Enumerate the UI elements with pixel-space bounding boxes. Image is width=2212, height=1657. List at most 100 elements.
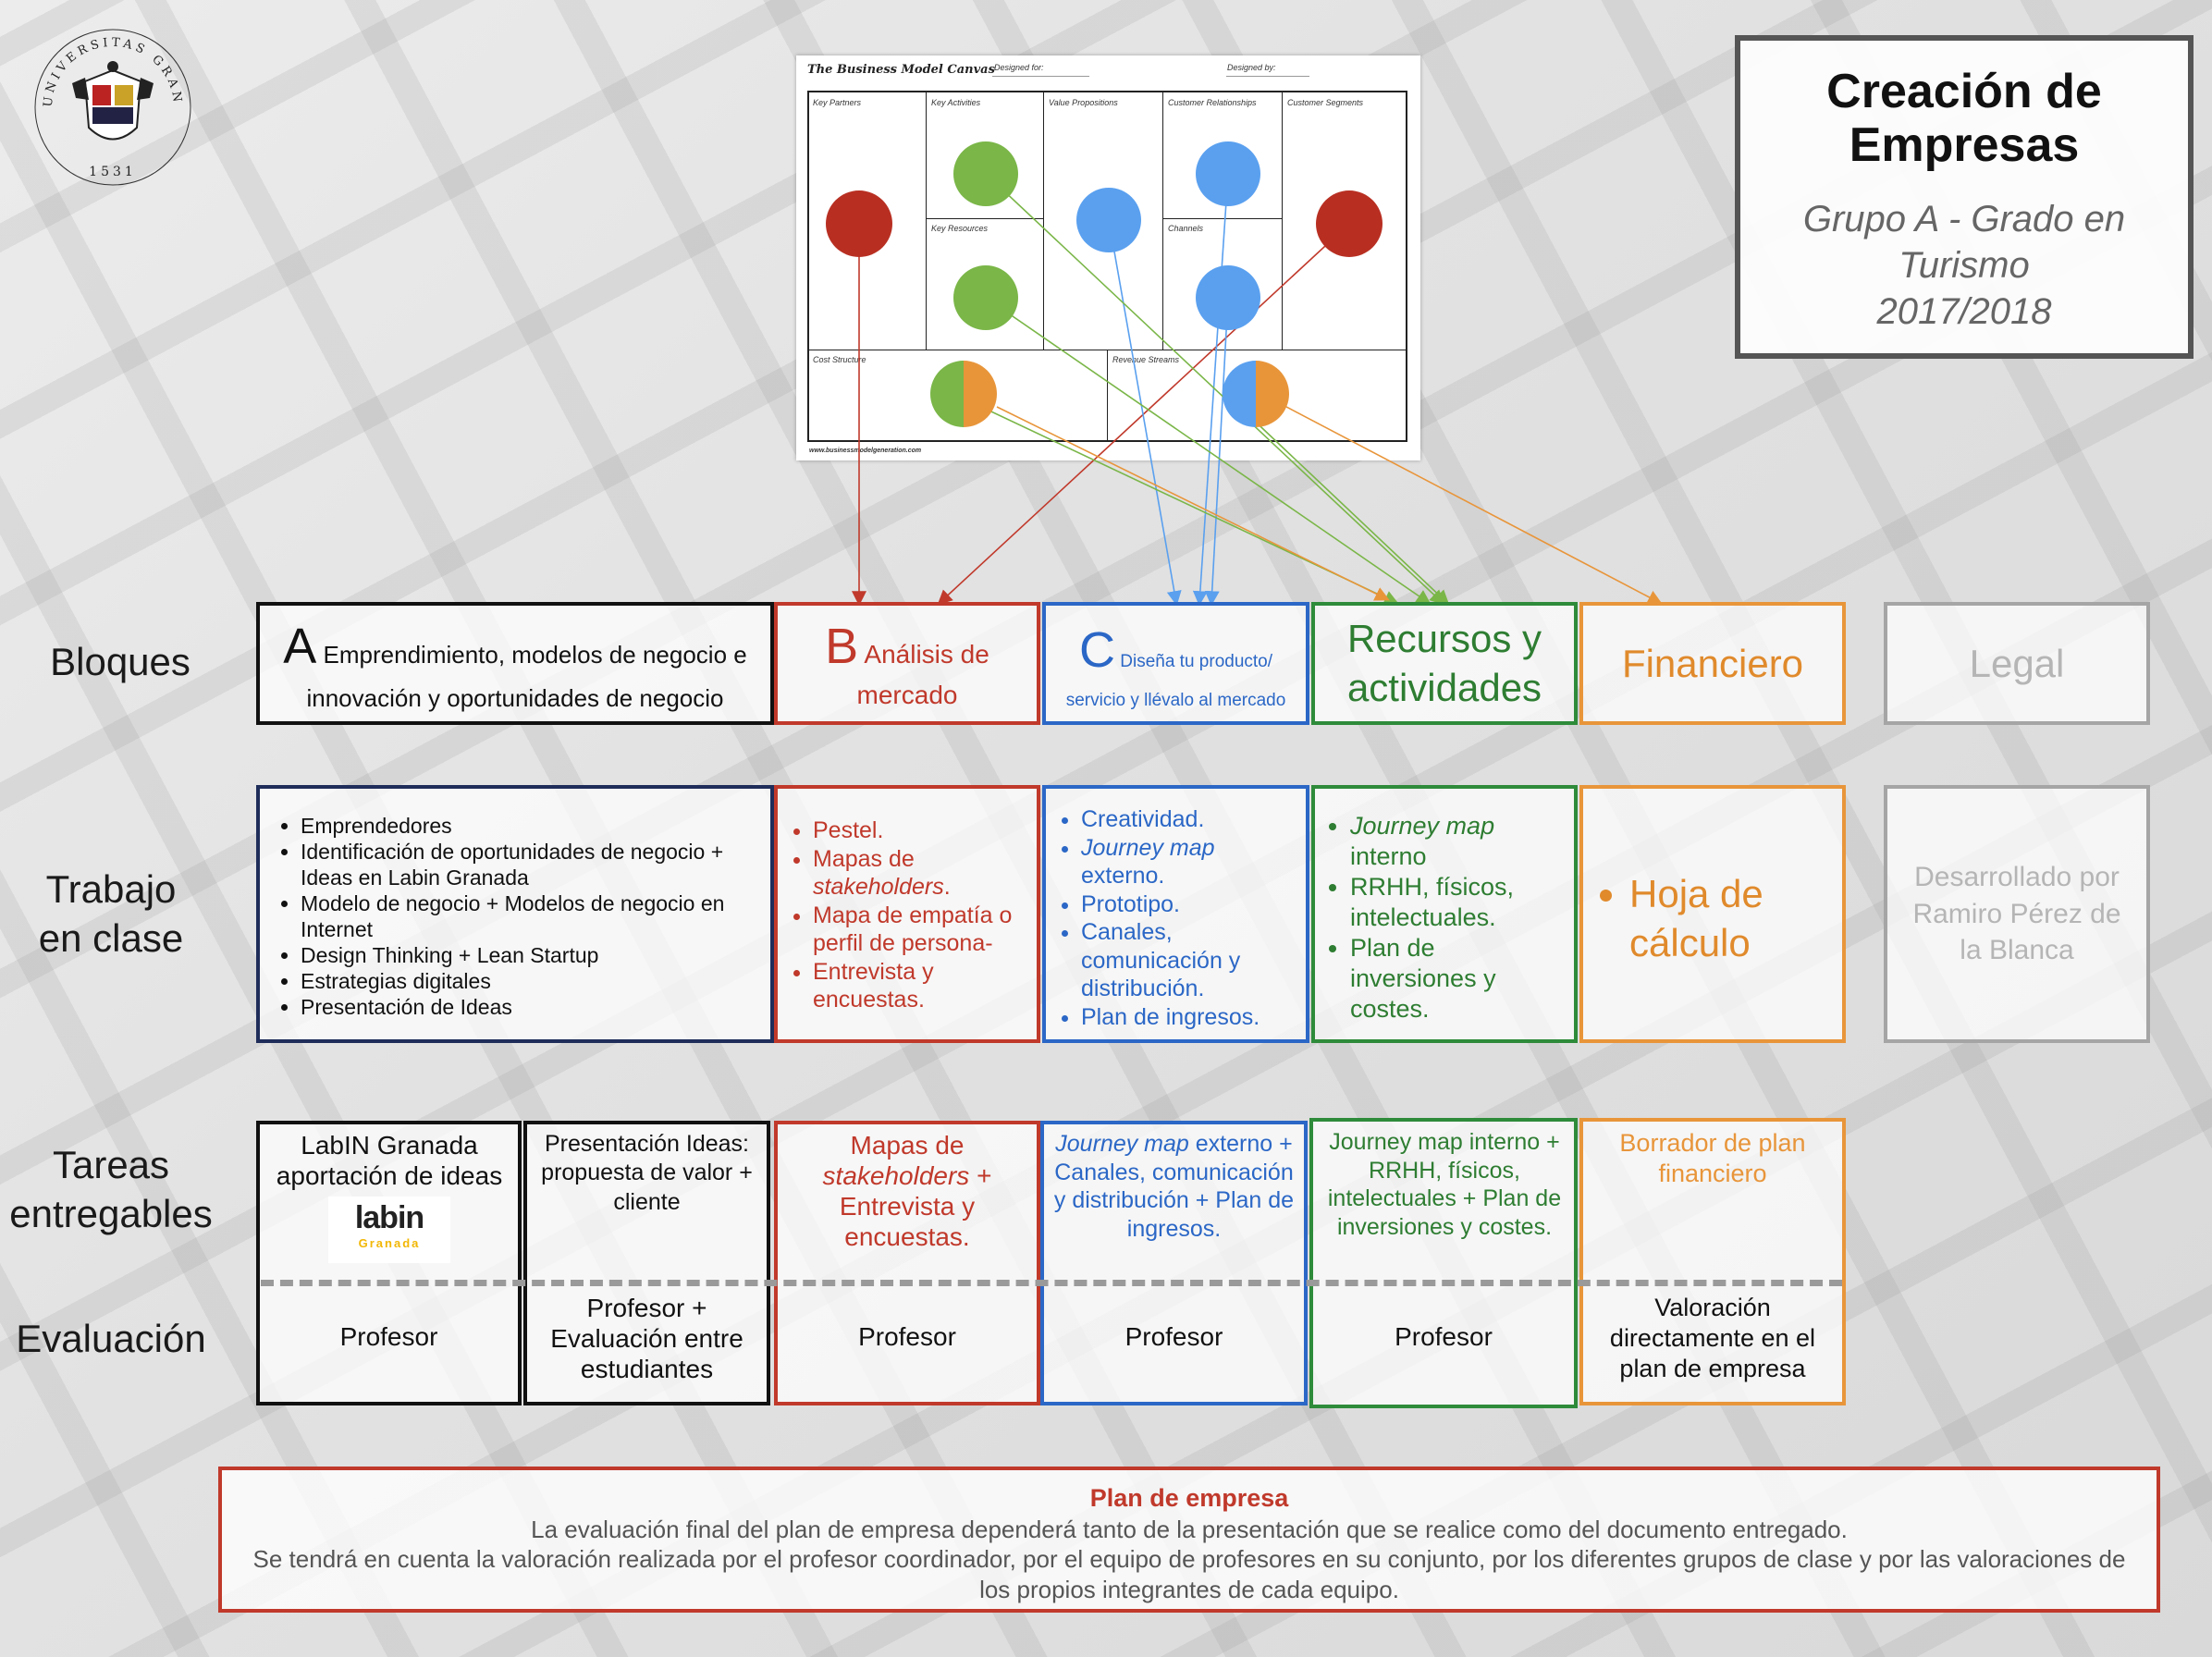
arrow-resources-to-d: [985, 297, 1432, 605]
list-item: Identificación de oportunidades de negoc…: [301, 839, 756, 890]
trabajo-b-list: Pestel. Mapas de stakeholders. Mapa de e…: [778, 816, 1029, 1014]
plan-line1: La evaluación final del plan de empresa …: [531, 1515, 1848, 1543]
canvas-cost-structure: Cost Structure: [813, 355, 866, 364]
plan-title: Plan de empresa: [1089, 1484, 1289, 1512]
bloque-legal: Legal: [1884, 602, 2150, 725]
university-logo: UNIVERSITAS GRANATENSIS 1531: [24, 16, 194, 189]
circle-customer-relationships: [1196, 141, 1260, 206]
bloque-recursos: Recursos y actividades: [1311, 602, 1578, 725]
canvas-key-partners: Key Partners: [813, 98, 862, 107]
list-item: Emprendedores: [301, 813, 756, 839]
arrow-revenue-to-e: [1268, 397, 1663, 605]
tarea-c-text: Journey map externo + Canales, comunicac…: [1051, 1130, 1296, 1243]
bloque-c: C Diseña tu producto/ servicio y llévalo…: [1042, 602, 1309, 725]
canvas-channels: Channels: [1168, 224, 1204, 233]
row-label-evaluacion: Evaluación: [16, 1317, 206, 1360]
course-title: Creación de Empresas: [1826, 65, 2102, 173]
course-subtitle-line1: Grupo A - Grado en: [1802, 199, 2126, 240]
bloque-a-letter: A: [283, 618, 317, 674]
tarea-e-text: Borrador de plan financiero: [1619, 1129, 1806, 1187]
bloque-a-text: Emprendimiento, modelos de negocio e inn…: [306, 640, 747, 713]
circle-channels: [1196, 265, 1260, 330]
labin-logo: labin Granada: [328, 1197, 450, 1263]
circle-value-propositions: [1076, 188, 1141, 252]
canvas-designed-by: Designed by:: [1227, 63, 1276, 72]
tarea-a2-text: Presentación Ideas: propuesta de valor +…: [541, 1131, 753, 1215]
plan-line2: Se tendrá en cuenta la valoración realiz…: [252, 1545, 2126, 1603]
trabajo-a-list: Emprendedores Identificación de oportuni…: [265, 813, 756, 1020]
tarea-a2-box: [523, 1121, 770, 1405]
course-year: 2017/2018: [1876, 291, 2052, 333]
canvas-customer-relationships: Customer Relationships: [1168, 98, 1257, 107]
evaluacion-a2: Profesor + Evaluación entre estudiantes: [550, 1294, 743, 1384]
tarea-c-italic: Journey map: [1055, 1131, 1189, 1157]
tarea-d-text: Journey map interno + RRHH, físicos, int…: [1327, 1129, 1562, 1240]
arrow-activities-to-d: [985, 173, 1445, 606]
arrow-revenue-to-d: [1229, 397, 1450, 606]
circle-cost-structure: [930, 361, 997, 427]
evaluacion-e: Valoración directamente en el plan de em…: [1609, 1294, 1816, 1382]
tarea-a1-text: LabIN Granada aportación de ideas: [276, 1131, 503, 1191]
list-item: Hoja de cálculo: [1629, 870, 1835, 967]
bloque-c-text: Diseña tu producto/ servicio y llévalo a…: [1065, 651, 1286, 710]
list-item: Journey map interno: [1350, 811, 1567, 872]
list-item: Estrategias digitales: [301, 968, 756, 994]
arrow-cost-to-e: [996, 406, 1390, 601]
list-item: Modelo de negocio + Modelos de negocio e…: [301, 890, 756, 942]
trabajo-d: Journey map interno RRHH, físicos, intel…: [1311, 785, 1578, 1043]
tarea-c-rest: externo + Canales, comunicación y distri…: [1053, 1131, 1295, 1242]
course-subtitle-line2: Turismo: [1899, 245, 2030, 287]
tarea-a1-box: [256, 1121, 522, 1405]
circle-key-activities: [953, 141, 1018, 206]
canvas-key-activities: Key Activities: [931, 98, 981, 107]
trabajo-b: Pestel. Mapas de stakeholders. Mapa de e…: [774, 785, 1040, 1043]
tarea-b-text: Mapas de stakeholders + Entrevista y enc…: [822, 1131, 992, 1252]
evaluacion-c: Profesor: [1124, 1322, 1223, 1351]
svg-text:1531: 1531: [89, 165, 137, 179]
labin-logo-text: labin: [354, 1200, 424, 1235]
evaluacion-a1: Profesor: [339, 1322, 438, 1351]
canvas-customer-segments: Customer Segments: [1287, 98, 1364, 107]
list-item: RRHH, físicos, intelectuales.: [1350, 872, 1567, 933]
list-item: Mapas de stakeholders.: [813, 845, 1029, 902]
trabajo-e-list: Hoja de cálculo: [1583, 870, 1835, 967]
trabajo-e: Hoja de cálculo: [1579, 785, 1846, 1043]
bloque-b-text: Análisis de mercado: [856, 640, 989, 710]
list-item: Prototipo.: [1081, 890, 1298, 919]
tarea-d-box: [1309, 1118, 1578, 1408]
list-item: Entrevista y encuestas.: [813, 958, 1029, 1014]
tarea-b-box: [774, 1121, 1040, 1405]
circle-customer-segments: [1316, 190, 1382, 257]
canvas-designed-for: Designed for:: [994, 63, 1044, 72]
list-item: Creatividad.: [1081, 805, 1298, 834]
canvas-revenue-streams: Revenue Streams: [1112, 355, 1180, 364]
bloque-c-letter: C: [1078, 621, 1115, 678]
bloque-a: A Emprendimiento, modelos de negocio e i…: [256, 602, 774, 725]
row-label-bloques: Bloques: [50, 640, 190, 683]
list-item: Journey map externo.: [1081, 834, 1298, 890]
circle-key-partners: [826, 190, 892, 257]
plan-de-empresa-box: Plan de empresa La evaluación final del …: [218, 1467, 2160, 1613]
tarea-e-box: [1579, 1118, 1846, 1405]
trabajo-c-list: Creatividad. Journey map externo. Protot…: [1046, 805, 1298, 1031]
trabajo-d-list: Journey map interno RRHH, físicos, intel…: [1315, 811, 1567, 1025]
list-item: Plan de ingresos.: [1081, 1003, 1298, 1032]
trabajo-legal: Desarrollado por Ramiro Pérez de la Blan…: [1884, 785, 2150, 1043]
list-item: Canales, comunicación y distribución.: [1081, 918, 1298, 1003]
bloque-b-letter: B: [825, 619, 859, 675]
circle-key-resources: [953, 265, 1018, 330]
bloque-b: B Análisis de mercado: [774, 602, 1040, 725]
arrow-value-to-c: [1108, 219, 1182, 607]
evaluacion-b: Profesor: [858, 1322, 956, 1351]
list-item: Mapa de empatía o perfil de persona-: [813, 902, 1029, 958]
list-item: Plan de inversiones y costes.: [1350, 933, 1567, 1025]
tarea-c-box: [1040, 1121, 1308, 1405]
course-title-box: Creación de Empresas Grupo A - Grado en …: [1735, 35, 2194, 359]
canvas-title: The Business Model Canvas: [807, 63, 995, 77]
list-item: Design Thinking + Lean Startup: [301, 942, 756, 968]
dashed-divider: [261, 1280, 1842, 1286]
arrow-channels-to-c: [1204, 297, 1229, 607]
